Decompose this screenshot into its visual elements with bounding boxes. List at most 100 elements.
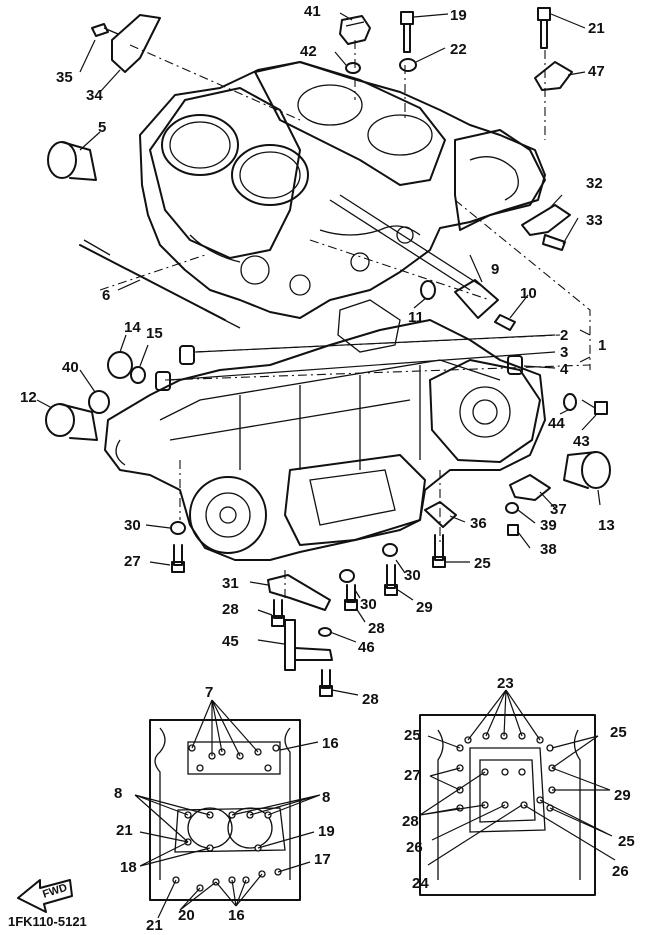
- callout-45: 45: [222, 633, 239, 650]
- callout-21-bottom: 21: [146, 917, 163, 934]
- bolt-19: [400, 11, 414, 53]
- callout-16-top: 16: [322, 735, 339, 752]
- callout-26-left: 26: [406, 839, 423, 856]
- callout-30-left: 30: [124, 517, 141, 534]
- callout-21: 21: [588, 20, 605, 37]
- callout-24: 24: [412, 875, 429, 892]
- leader-lines: [36, 12, 616, 919]
- bolt-28-left: [271, 599, 285, 627]
- callout-numbers: 41 42 19 22 21 47 35 34 5 32 33 9 10 11 …: [8, 3, 635, 934]
- front-direction-arrow: FWD: [17, 879, 73, 913]
- callout-25-lower: 25: [618, 833, 635, 850]
- callout-27: 27: [124, 553, 141, 570]
- callout-34: 34: [86, 87, 103, 104]
- bolt-21: [537, 7, 551, 49]
- plug-5: [47, 141, 97, 181]
- callout-15: 15: [146, 325, 163, 342]
- callout-9: 9: [491, 261, 499, 278]
- callout-8-left: 8: [114, 785, 122, 802]
- callout-25-right: 25: [610, 724, 627, 741]
- washer-39: [505, 502, 519, 514]
- callout-18: 18: [120, 859, 137, 876]
- oil-filler-cap-41: [339, 15, 371, 45]
- callout-38: 38: [540, 541, 557, 558]
- bolt-35: [91, 23, 119, 37]
- callout-19: 19: [450, 7, 467, 24]
- callout-1: 1: [598, 337, 606, 354]
- callout-10: 10: [520, 285, 537, 302]
- bolt-43: [581, 399, 608, 415]
- callout-26-right: 26: [612, 863, 629, 880]
- bolt-pattern-view-right: [419, 714, 596, 896]
- callout-14: 14: [124, 319, 141, 336]
- plate-9: [454, 279, 499, 319]
- callout-3: 3: [560, 344, 568, 361]
- upper-crankcase: [139, 61, 546, 319]
- callout-28-left: 28: [222, 601, 239, 618]
- callout-29: 29: [416, 599, 433, 616]
- plug-11: [420, 280, 436, 300]
- callout-19-left: 19: [318, 823, 335, 840]
- callout-44: 44: [548, 415, 565, 432]
- bolt-27: [171, 544, 185, 573]
- bolt-28-low: [319, 669, 333, 697]
- callout-43: 43: [573, 433, 590, 450]
- callout-12: 12: [20, 389, 37, 406]
- pipe-45: [284, 619, 333, 671]
- callout-17: 17: [314, 851, 331, 868]
- callout-29-right-view: 29: [614, 787, 631, 804]
- callout-22: 22: [450, 41, 467, 58]
- callout-6: 6: [102, 287, 110, 304]
- callout-11: 11: [408, 309, 424, 326]
- callout-28-mid: 28: [368, 620, 385, 637]
- callout-25-left: 25: [404, 727, 421, 744]
- callout-30-mid: 30: [404, 567, 421, 584]
- bolt-25: [432, 534, 446, 568]
- callout-33: 33: [586, 212, 603, 229]
- callout-41: 41: [304, 3, 321, 20]
- screw-33: [542, 234, 566, 251]
- clamp-47: [534, 61, 573, 91]
- callout-20: 20: [178, 907, 195, 924]
- callout-31: 31: [222, 575, 239, 592]
- callout-47: 47: [588, 63, 605, 80]
- callout-28-low: 28: [362, 691, 379, 708]
- plate-32: [521, 204, 571, 236]
- stud-6: [79, 239, 241, 329]
- o-ring-46: [318, 627, 332, 637]
- callout-46: 46: [358, 639, 375, 656]
- screw-10: [494, 314, 516, 331]
- callout-16-bottom: 16: [228, 907, 245, 924]
- o-ring-42: [345, 62, 361, 74]
- callout-4: 4: [560, 361, 569, 378]
- dowel-4: [507, 355, 523, 375]
- callout-30-low: 30: [360, 596, 377, 613]
- plate-36: [424, 501, 457, 528]
- callout-37: 37: [550, 501, 567, 518]
- dowel-2: [179, 345, 195, 365]
- callout-36: 36: [470, 515, 487, 532]
- callout-32: 32: [586, 175, 603, 192]
- callout-8-right: 8: [322, 789, 330, 806]
- washer-30-low: [339, 569, 355, 583]
- callout-23: 23: [497, 675, 514, 692]
- callout-28-right-view: 28: [402, 813, 419, 830]
- plug-14: [107, 351, 133, 379]
- callout-40: 40: [62, 359, 79, 376]
- bolt-38: [507, 524, 519, 536]
- callout-25: 25: [474, 555, 491, 572]
- callout-27-right-view: 27: [404, 767, 421, 784]
- diagram-code: 1FK110-5121: [8, 914, 87, 929]
- callout-2: 2: [560, 327, 568, 344]
- callout-5: 5: [98, 119, 106, 136]
- callout-42: 42: [300, 43, 317, 60]
- collar-22: [399, 58, 417, 72]
- dowel-3: [155, 371, 171, 391]
- washer-44: [563, 393, 577, 411]
- callout-21-left: 21: [116, 822, 133, 839]
- callout-35: 35: [56, 69, 73, 86]
- callout-13: 13: [598, 517, 615, 534]
- plug-12: [45, 403, 98, 441]
- o-ring-15: [130, 366, 146, 384]
